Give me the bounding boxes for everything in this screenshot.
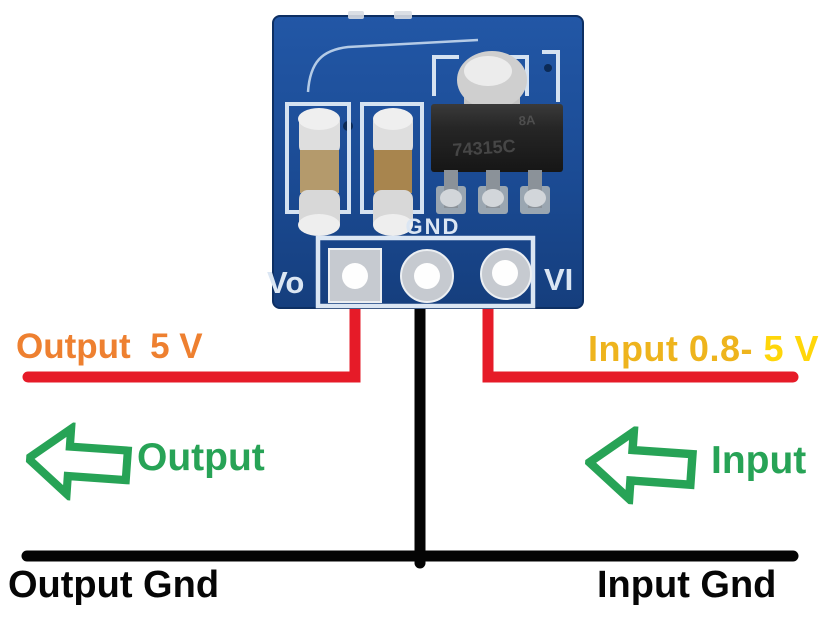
- via-dot: [544, 64, 552, 72]
- pad-area-outline: [315, 235, 536, 309]
- output-wire: [22, 289, 361, 383]
- input-voltage-label: Input 0.8- 5 V: [588, 331, 819, 367]
- output-arrow-label: Output: [137, 436, 265, 479]
- ic-body: [431, 104, 563, 172]
- panel-tab: [348, 11, 364, 19]
- silkscreen-vo-label: Vo: [267, 265, 304, 300]
- silkscreen-bracket: [542, 50, 560, 102]
- input-wire: [482, 289, 799, 383]
- panel-tab: [394, 11, 412, 19]
- ic-pin: [436, 170, 466, 214]
- ic-marking-line1: 8A: [518, 112, 536, 128]
- pad-vi: [480, 248, 532, 300]
- silkscreen-gnd-label: GND: [406, 214, 461, 239]
- input-direction-arrow-icon: [582, 423, 701, 509]
- input-voltage-prefix: Input 0.8-: [587, 328, 764, 369]
- voltage-regulator-ic: 8A 74315C: [431, 51, 563, 214]
- output-voltage-label: Output 5 V: [16, 327, 203, 366]
- ic-marking: 8A 74315C: [452, 112, 537, 160]
- wires: [21, 289, 799, 569]
- capacitor-1: [285, 102, 351, 236]
- ic-pin: [478, 170, 508, 214]
- input-arrow-label: Input: [711, 439, 807, 482]
- pad-vo: [328, 248, 382, 303]
- capacitor-2: [360, 102, 424, 236]
- pad-gnd: [400, 249, 454, 303]
- input-voltage-suffix: 5 V: [763, 328, 819, 369]
- output-direction-arrow-icon: [21, 419, 134, 504]
- output-gnd-label: Output Gnd: [8, 564, 220, 606]
- solder-blob-highlight: [464, 56, 512, 86]
- ic-marking-line2: 74315C: [452, 136, 516, 160]
- pcb-module: 8A 74315C: [267, 11, 584, 309]
- silkscreen-vi-label: VI: [544, 262, 573, 297]
- ic-pin: [520, 170, 550, 214]
- silkscreen-trace: [306, 38, 479, 93]
- silkscreen-bracket: [432, 55, 459, 96]
- input-gnd-label: Input Gnd: [597, 564, 777, 606]
